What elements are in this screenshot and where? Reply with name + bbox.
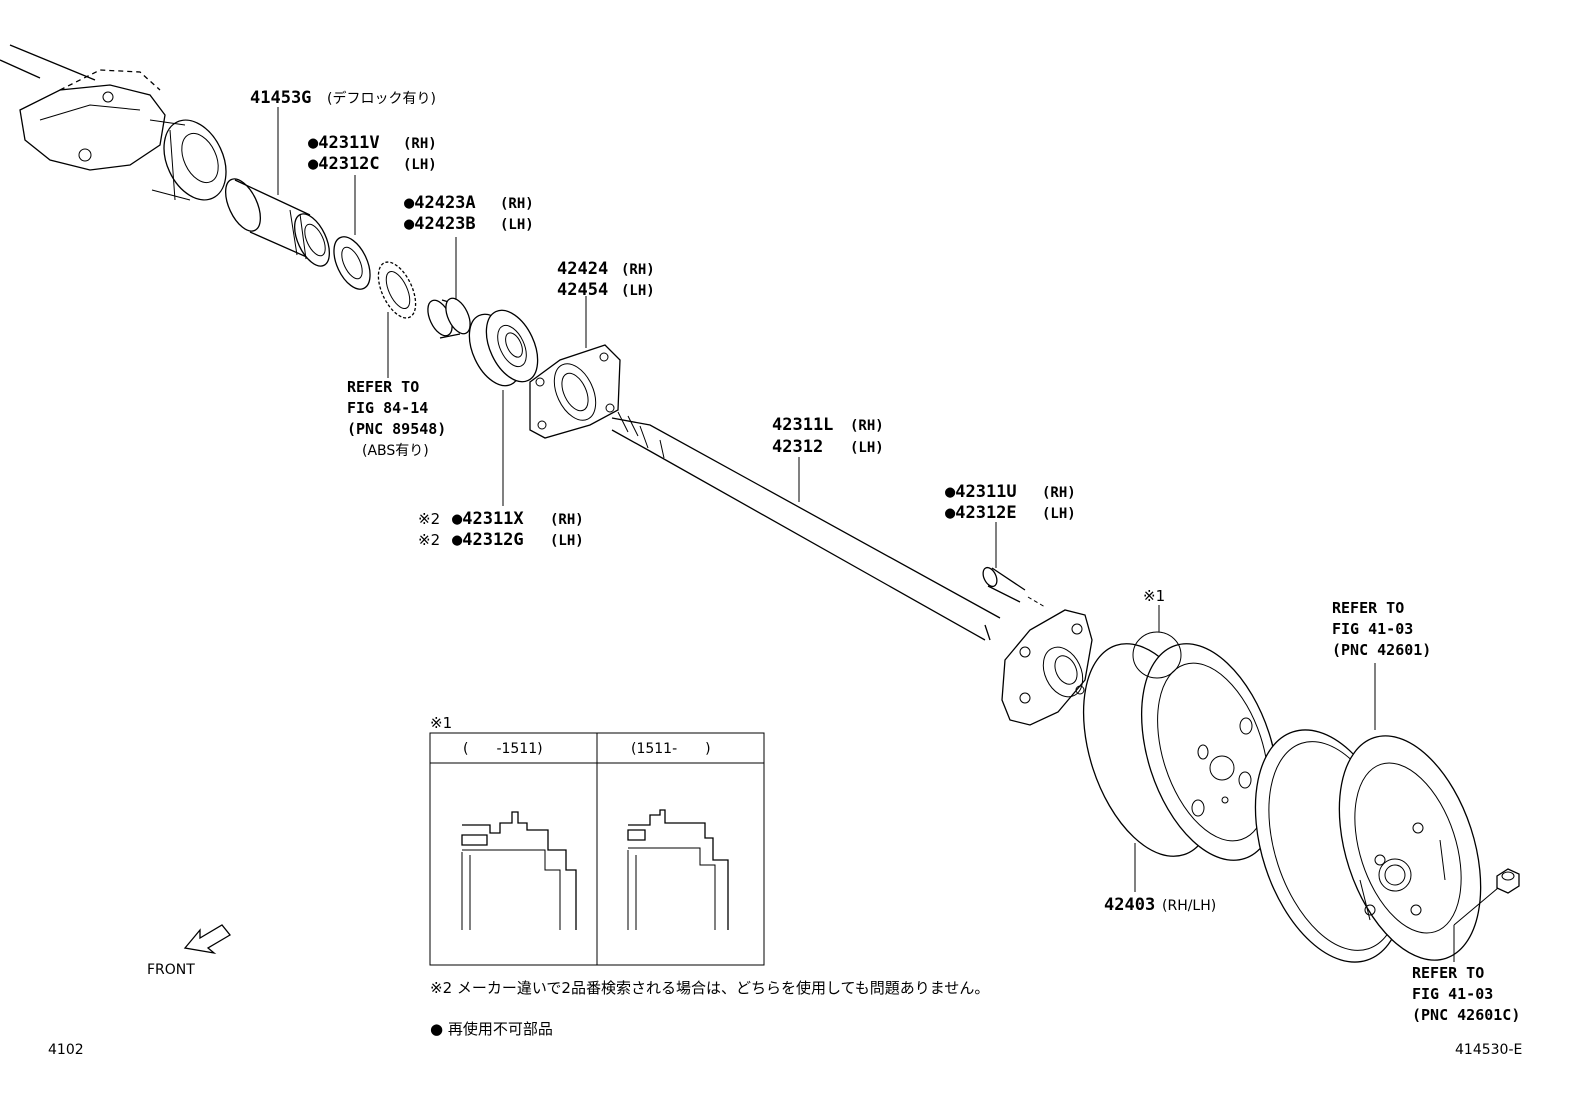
refer-abs-note: (ABS有り) [362,443,429,459]
refer-nut-line2: FIG 41-03 [1412,985,1493,1003]
label-42312c-side: (LH) [403,157,437,173]
label-42312c: ●42312C [308,154,380,174]
refer-nut-line3: (PNC 42601C) [1412,1006,1520,1024]
label-42403: 42403 [1104,895,1155,915]
abs-sensor-rotor [377,261,417,319]
label-42403-side: (RH/LH) [1162,898,1216,914]
label-42423b-side: (LH) [500,217,534,233]
label-42311x: ●42311X [452,509,524,529]
label-42311l-side: (RH) [850,418,884,434]
diff-lock-sleeve [225,178,330,267]
axle-flange [1001,609,1093,726]
oil-seal [333,236,371,290]
label-42454: 42454 [557,280,608,300]
refer-abs-line1: REFER TO [347,378,419,396]
refer-abs-line2: FIG 84-14 [347,399,428,417]
label-42311x-side: (RH) [550,512,584,528]
inset-profile-new [627,809,729,930]
disc-wheel [1254,729,1482,963]
differential-housing [0,44,227,201]
axle-bearing [468,309,539,387]
refer-nut-line1: REFER TO [1412,964,1484,982]
label-42423b: ●42423B [404,214,476,234]
label-42423a: ●42423A [404,193,476,213]
figure-number: 4102 [48,1042,84,1058]
label-mark1: ※1 [1143,587,1165,605]
label-42312g-mark: ※2 [418,531,440,549]
label-41453g: 41453G [250,88,311,108]
label-42311v: ●42311V [308,133,380,153]
inset-profile-old [461,811,577,930]
inset-col2-header: (1511- ) [631,741,711,757]
note-interchangeable: ※2 メーカー違いで2品番検索される場合は、どちらを使用しても問題ありません。 [430,979,989,997]
label-42424: 42424 [557,259,608,279]
rear-axle-shaft [611,411,1001,641]
label-42312: 42312 [772,437,823,457]
label-42423a-side: (RH) [500,196,534,212]
inset-mark: ※1 [430,714,452,732]
label-41453g-note: (デフロック有り) [327,90,436,107]
label-42312e: ●42312E [945,503,1017,523]
label-42311x-mark: ※2 [418,510,440,528]
label-42312e-side: (LH) [1042,506,1076,522]
refer-wheel-line1: REFER TO [1332,599,1404,617]
illustration-number: 414530-E [1455,1042,1522,1058]
refer-abs-line3: (PNC 89548) [347,420,446,438]
label-42312g-side: (LH) [550,533,584,549]
inset-table [429,732,765,966]
note-non-reusable: ● 再使用不可部品 [430,1020,553,1038]
refer-wheel-line3: (PNC 42601) [1332,641,1431,659]
leader-lines [277,107,1499,962]
label-42311u-side: (RH) [1042,485,1076,501]
front-arrow-icon [183,924,231,955]
label-42311v-side: (RH) [403,136,437,152]
brake-drum [1082,631,1280,861]
inset-col1-header: ( -1511) [463,741,543,757]
front-label: FRONT [147,962,195,978]
refer-wheel-line2: FIG 41-03 [1332,620,1413,638]
label-42454-side: (LH) [621,283,655,299]
label-42311l: 42311L [772,415,833,435]
hub-nut [1496,868,1520,894]
label-42424-side: (RH) [621,262,655,278]
retainer-plate [529,344,621,439]
label-42311u: ●42311U [945,482,1017,502]
label-42312-side: (LH) [850,440,884,456]
label-42312g: ●42312G [452,530,524,550]
hub-bolt [982,566,1046,608]
bearing-retainer [427,297,471,339]
